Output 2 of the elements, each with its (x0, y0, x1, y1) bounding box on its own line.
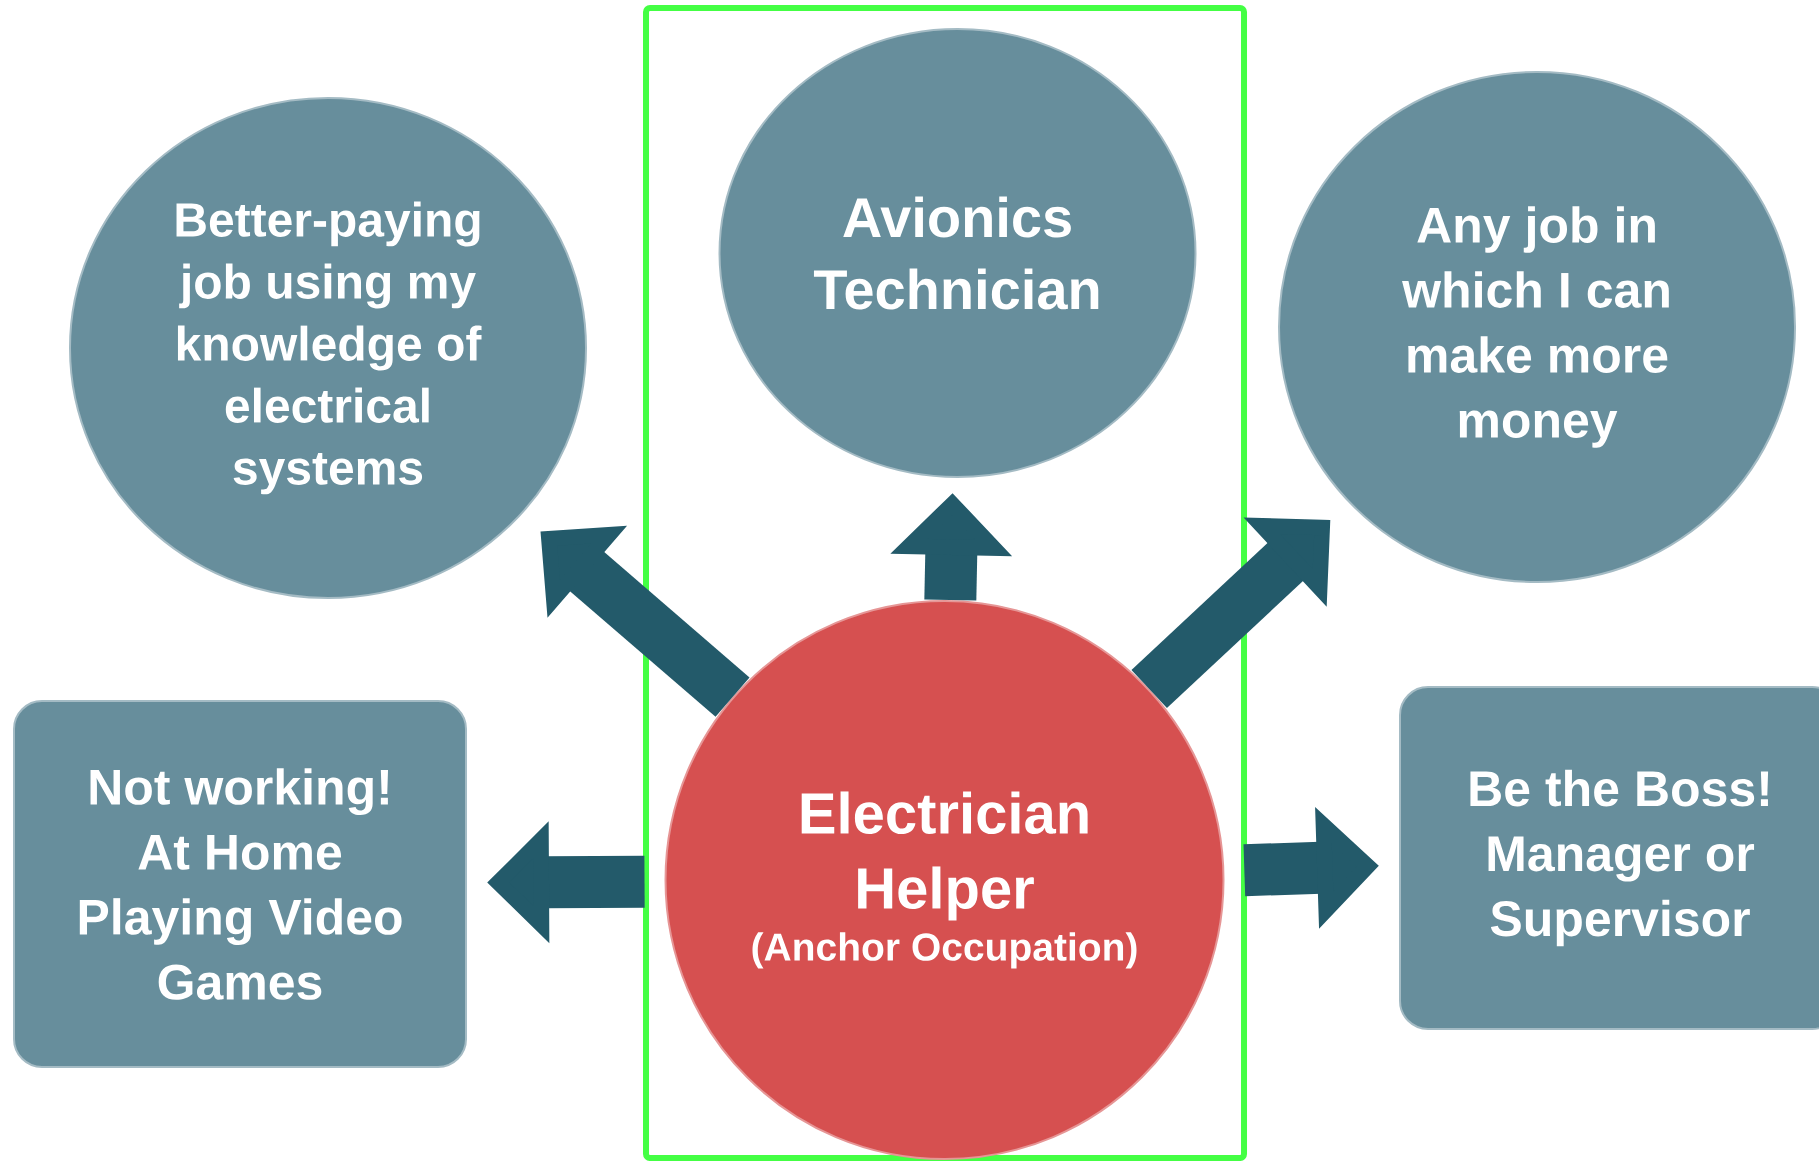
goal-box: Not working! At Home Playing Video Games (13, 700, 467, 1068)
goal-box: Be the Boss! Manager or Supervisor (1399, 686, 1819, 1030)
